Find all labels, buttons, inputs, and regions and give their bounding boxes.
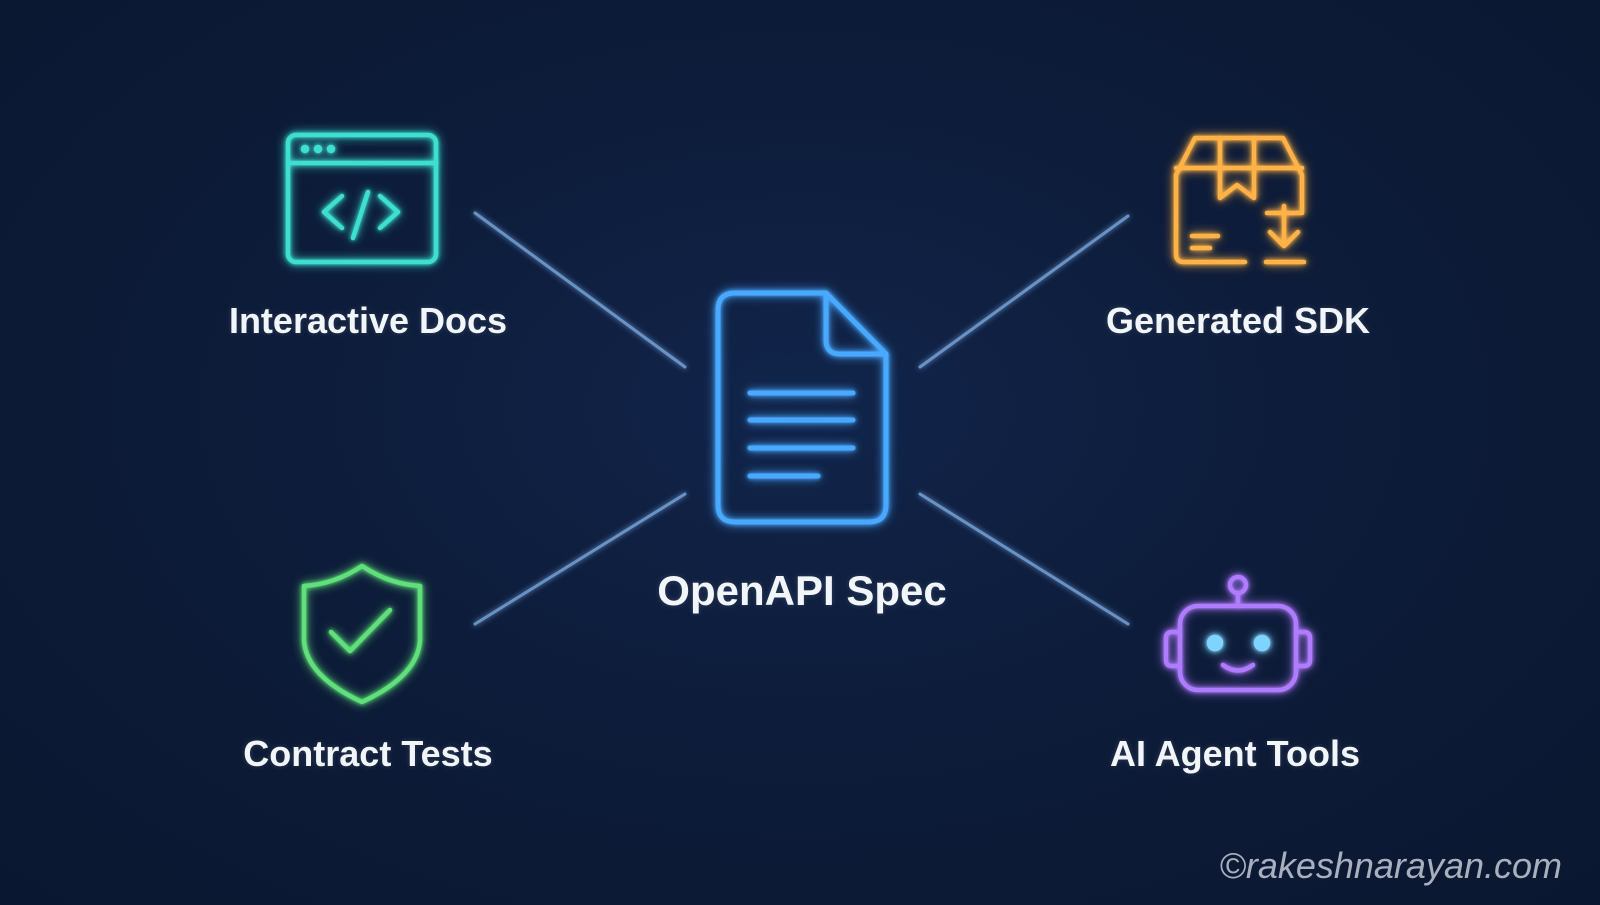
shield-check-icon (301, 563, 423, 705)
center-label-openapi-spec: OpenAPI Spec (657, 567, 947, 614)
watermark-text: ©rakeshnarayan.com (1219, 845, 1562, 886)
connector-tests (473, 492, 687, 626)
connector-sdk (918, 214, 1130, 369)
document-icon (715, 290, 889, 525)
node-label-ai-agent-tools: AI Agent Tools (1110, 733, 1360, 774)
node-label-contract-tests: Contract Tests (243, 733, 493, 774)
robot-icon (1163, 574, 1313, 693)
node-label-generated-sdk: Generated SDK (1105, 300, 1371, 341)
package-download-icon (1173, 135, 1307, 265)
connectors (473, 211, 1130, 626)
code-window-icon (285, 132, 439, 265)
connector-docs (473, 211, 687, 369)
node-label-interactive-docs: Interactive Docs (228, 300, 508, 341)
connector-agent (918, 492, 1130, 626)
